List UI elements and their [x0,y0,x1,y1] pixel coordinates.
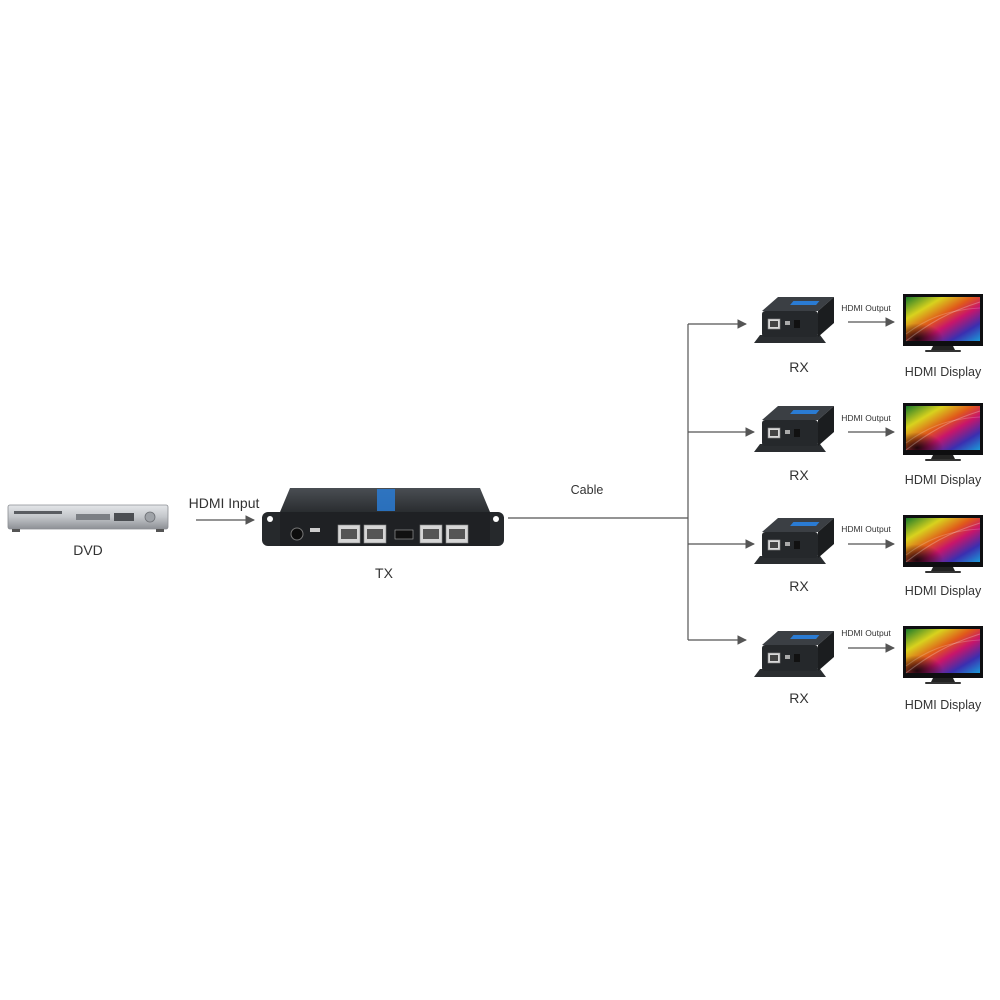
receiver-device-icon [753,296,835,344]
cable-label: Cable [571,483,604,497]
display-label: HDMI Display [905,365,982,379]
rx-label: RX [789,467,809,483]
dvd-player-icon [7,504,169,532]
receiver-row: RX HDMI Output HDMI Display [688,402,984,487]
display-label: HDMI Display [905,584,982,598]
tx-label: TX [375,565,394,581]
rx-label: RX [789,359,809,375]
hdmi-output-label: HDMI Output [841,524,891,534]
hdmi-display-icon [902,402,984,462]
transmitter-device-icon [262,488,504,546]
hdmi-display-icon [902,625,984,685]
hdmi-display-icon [902,514,984,574]
rx-label: RX [789,578,809,594]
receiver-device-icon [753,405,835,453]
display-label: HDMI Display [905,473,982,487]
receiver-row: RX HDMI Output HDMI Display [688,293,984,379]
hdmi-output-label: HDMI Output [841,303,891,313]
dvd-label: DVD [73,542,103,558]
hdmi-input-label: HDMI Input [189,495,260,511]
hdmi-output-label: HDMI Output [841,413,891,423]
receiver-row: RX HDMI Output HDMI Display [688,625,984,712]
receiver-device-icon [753,630,835,678]
hdmi-display-icon [902,293,984,353]
hdmi-output-label: HDMI Output [841,628,891,638]
receiver-row: RX HDMI Output HDMI Display [688,514,984,598]
rx-label: RX [789,690,809,706]
receiver-device-icon [753,517,835,565]
display-label: HDMI Display [905,698,982,712]
